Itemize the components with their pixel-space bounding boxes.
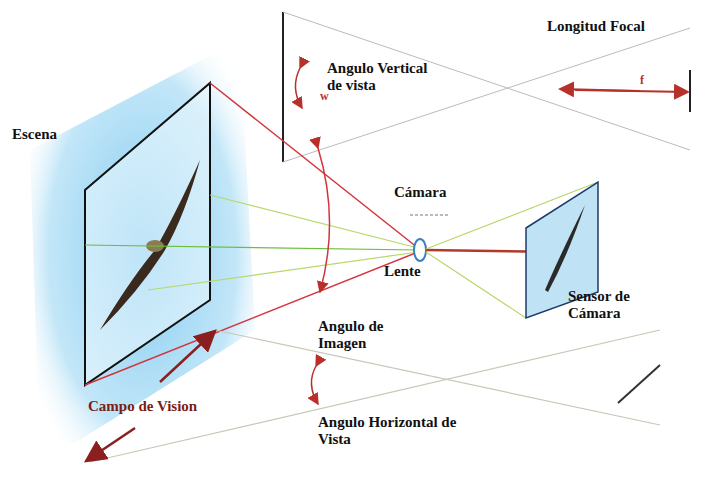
field-of-view-label: Campo de Vision [88, 398, 238, 415]
scene-label: Escena [12, 126, 92, 143]
image-angle-label: Angulo de Imagen [318, 318, 413, 352]
focal-length-label: Longitud Focal [547, 18, 697, 35]
focal-symbol: f [640, 72, 654, 89]
angle-symbol: w [320, 88, 334, 105]
horizontal-angle-label: Angulo Horizontal de Vista [318, 414, 478, 448]
lens-label: Lente [384, 263, 444, 280]
vertical-angle-label: Angulo Vertical de vista [327, 60, 445, 94]
camera-label: Cámara [394, 184, 474, 201]
sensor-label: Sensor de Cámara [568, 288, 658, 322]
